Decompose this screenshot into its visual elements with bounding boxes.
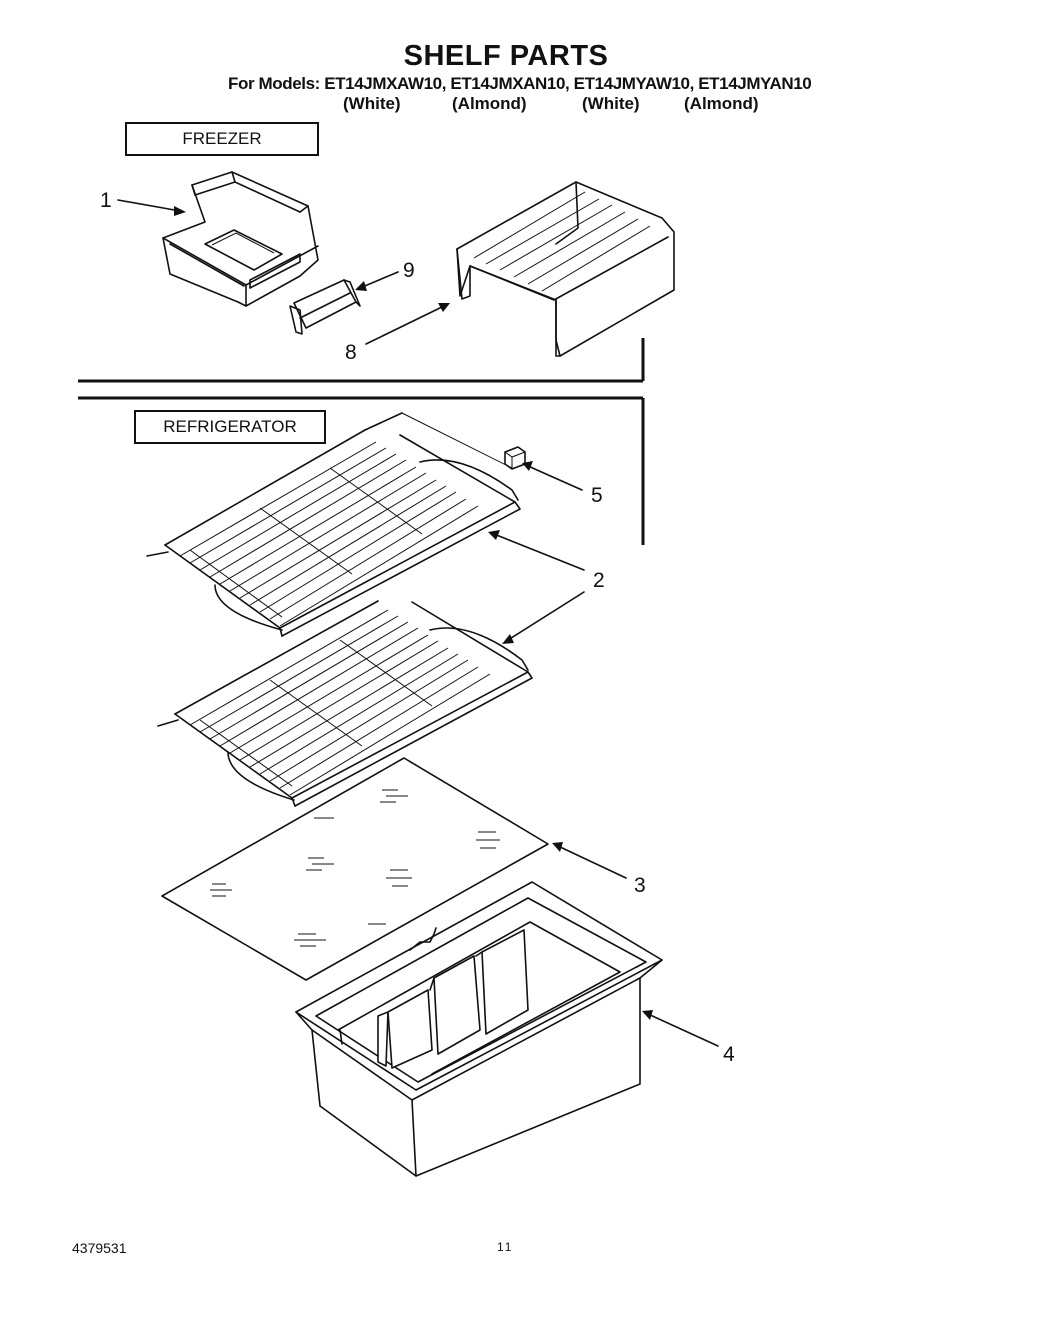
freezer-shelf-drawing xyxy=(456,181,675,357)
freezer-section-border xyxy=(78,338,645,383)
page-number: 11 xyxy=(497,1240,514,1254)
models-line: For Models: ET14JMXAW10, ET14JMXAN10, ET… xyxy=(228,74,812,93)
wire-shelf-upper-drawing xyxy=(146,412,521,637)
crisper-pan-drawing xyxy=(295,881,663,1177)
callout-2: 2 xyxy=(593,569,605,592)
callout-3: 3 xyxy=(634,874,646,897)
variant-label-4: (Almond) xyxy=(684,94,759,113)
variant-label-3: (White) xyxy=(582,94,640,113)
glass-shelf-drawing xyxy=(161,757,549,981)
freezer-basket-drawing xyxy=(162,171,319,307)
callout-9: 9 xyxy=(403,259,415,282)
wire-shelf-lower-drawing xyxy=(157,600,533,807)
basket-clip-drawing xyxy=(289,279,361,335)
variant-label-2: (Almond) xyxy=(452,94,527,113)
freezer-section-label: FREEZER xyxy=(125,122,319,156)
variant-label-1: (White) xyxy=(343,94,401,113)
refrigerator-section-border xyxy=(78,396,645,545)
document-number: 4379531 xyxy=(72,1240,127,1256)
callout-8: 8 xyxy=(345,341,357,364)
refrigerator-section-label: REFRIGERATOR xyxy=(134,410,326,444)
callout-1: 1 xyxy=(100,189,112,212)
callout-5: 5 xyxy=(591,484,603,507)
callout-4: 4 xyxy=(723,1043,735,1066)
callout-leaders xyxy=(117,199,719,1047)
page-title: SHELF PARTS xyxy=(403,40,609,72)
